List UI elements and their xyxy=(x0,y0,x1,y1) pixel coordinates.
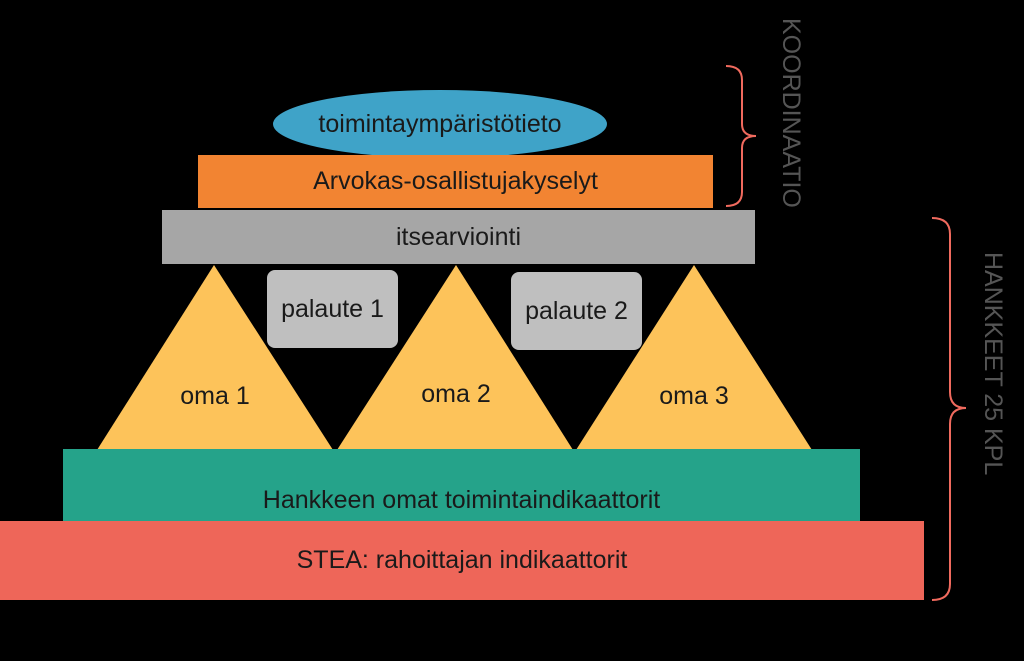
projects-bracket xyxy=(931,217,967,601)
triangle-label-1: oma 1 xyxy=(180,381,250,410)
coordination-label: KOORDINAATIO xyxy=(777,18,805,208)
triangle-oma-3 xyxy=(576,265,812,450)
gray-bar-label: itsearviointi xyxy=(395,222,522,251)
teal-bar: Hankkeen omat toimintaindikaattorit xyxy=(63,449,860,523)
triangle-oma-1 xyxy=(97,265,333,450)
red-bar: STEA: rahoittajan indikaattorit xyxy=(0,521,924,600)
ellipse-label: toimintaympäristötieto xyxy=(318,109,562,138)
triangle-label-3: oma 3 xyxy=(659,381,729,410)
gray-bar: itsearviointi xyxy=(162,210,755,264)
orange-bar-label: Arvokas-osallistujakyselyt xyxy=(313,167,598,195)
feedback-label-2: palaute 2 xyxy=(525,296,628,325)
triangle-oma-2 xyxy=(337,265,573,450)
feedback-box-1: palaute 1 xyxy=(267,270,398,348)
orange-bar: Arvokas-osallistujakyselyt xyxy=(198,155,713,208)
projects-label: HANKKEET 25 KPL xyxy=(979,252,1007,476)
feedback-label-1: palaute 1 xyxy=(281,294,384,323)
triangle-label-2: oma 2 xyxy=(421,379,491,408)
red-bar-label: STEA: rahoittajan indikaattorit xyxy=(296,546,628,574)
coordination-bracket xyxy=(725,65,757,207)
teal-bar-label: Hankkeen omat toimintaindikaattorit xyxy=(262,485,661,514)
top-ellipse-shape xyxy=(273,90,607,158)
feedback-box-2: palaute 2 xyxy=(511,272,642,350)
